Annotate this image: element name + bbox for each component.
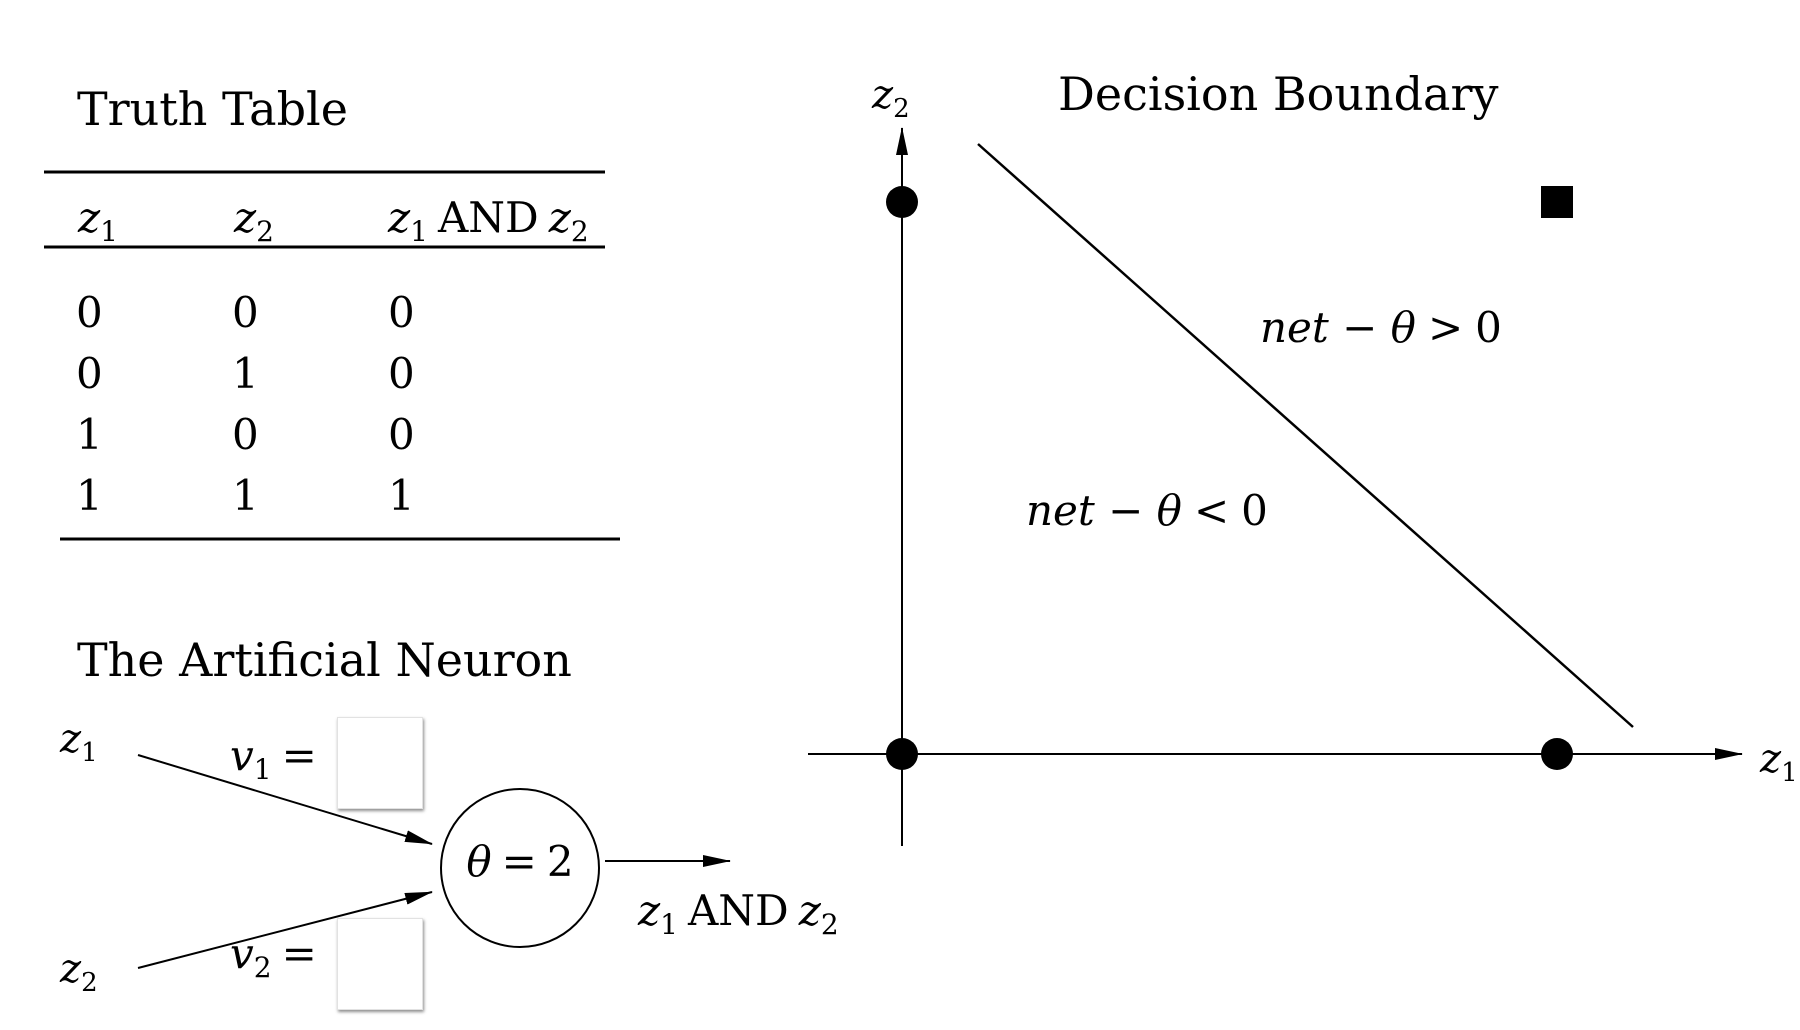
y-axis-label: z2 [871,72,910,124]
x-axis-label: z1 [1759,736,1798,788]
table-cell: 0 [76,349,103,398]
data-point-0-0 [886,738,918,770]
table-cell: 0 [388,349,415,398]
weight1-input-box[interactable] [337,717,423,809]
input-z2-label: z2 [59,946,98,998]
table-row: 0 1 0 [76,349,415,398]
table-cell: 1 [232,471,259,520]
data-point-1-1 [1541,186,1573,218]
data-point-1-0 [1541,738,1573,770]
weight2-label: v2= [230,929,317,984]
data-point-0-1 [886,186,918,218]
neuron-title: The Artificial Neuron [77,633,572,687]
threshold-label: θ=2 [466,837,573,886]
table-cell: 0 [232,288,259,337]
truth-table-title: Truth Table [77,82,348,136]
table-cell: 0 [232,410,259,459]
input-z1-arrow [137,754,433,845]
table-row: 0 0 0 [76,288,415,337]
table-row: 1 1 1 [76,471,415,520]
table-cell: 1 [76,410,103,459]
boundary-title: Decision Boundary [1058,67,1498,121]
input-z2-arrow [137,891,433,969]
header-z2: z2 [233,193,274,248]
table-cell: 1 [232,349,259,398]
decision-line [977,143,1634,728]
table-cell: 0 [76,288,103,337]
table-row: 1 0 0 [76,410,415,459]
table-cell: 1 [388,471,415,520]
region-above-label: net − θ>0 [1260,303,1502,352]
data-points [886,186,1573,770]
input-z1-label: z1 [59,716,98,768]
neuron-node [440,788,600,948]
table-cell: 0 [388,410,415,459]
table-cell: 0 [388,288,415,337]
header-z1: z1 [77,193,118,248]
table-cell: 1 [76,471,103,520]
region-below-label: net − θ<0 [1026,486,1268,535]
weight2-input-box[interactable] [337,918,423,1010]
weight1-label: v1= [230,731,317,786]
